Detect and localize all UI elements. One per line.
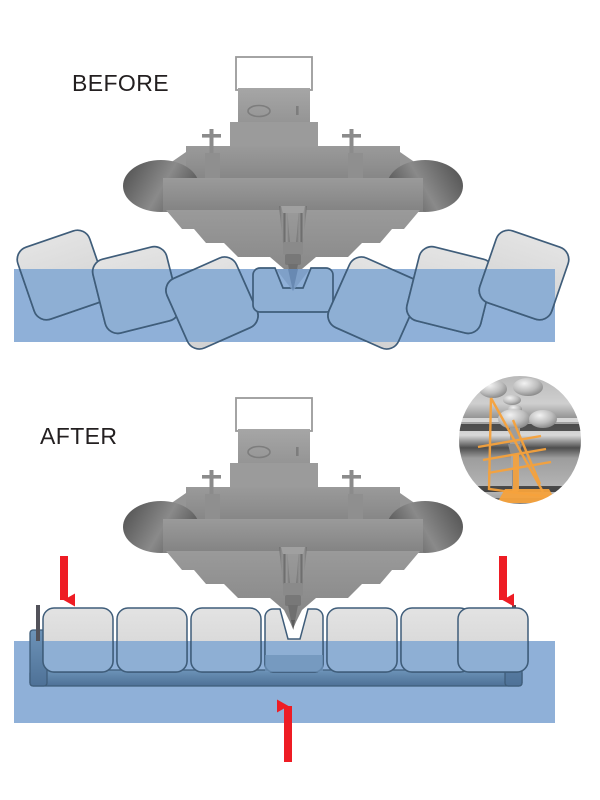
keel-notch-shadow xyxy=(265,655,323,672)
wheelhouse-lower xyxy=(230,463,318,488)
hull-midband xyxy=(163,178,423,212)
crane-post-right xyxy=(342,470,363,524)
pontoon-after-1 xyxy=(42,607,114,673)
deck-fitting xyxy=(296,106,299,115)
crane-post-left xyxy=(202,470,221,524)
keel-fin-assembly xyxy=(279,547,307,630)
wheelhouse-upper xyxy=(238,88,310,124)
vessel-hull-after xyxy=(123,397,463,630)
hull-midband xyxy=(163,519,423,553)
pontoon-after-6 xyxy=(400,607,472,673)
crane-post-left xyxy=(202,129,221,183)
keel-shadow-core-before xyxy=(288,269,298,291)
pontoon-before-7 xyxy=(478,229,570,321)
pontoon-before-5 xyxy=(327,256,421,350)
tie-rod-left xyxy=(36,605,40,641)
panel-label-before: BEFORE xyxy=(72,70,169,96)
bridge-window-frame xyxy=(235,56,313,91)
pontoon-before-3 xyxy=(165,256,259,350)
deck-fitting xyxy=(296,447,299,456)
inset-orange-stem xyxy=(513,455,519,491)
pontoon-before-6 xyxy=(405,245,495,335)
wheelhouse-upper xyxy=(238,429,310,465)
main-deck xyxy=(186,146,400,185)
pontoon-group-after xyxy=(42,607,529,673)
after-panel-graphics xyxy=(14,374,583,762)
before-panel-graphics xyxy=(14,56,570,350)
vessel-hull-before xyxy=(123,56,463,289)
pontoon-group-before xyxy=(16,229,570,350)
panel-label-after: AFTER xyxy=(40,423,118,449)
wheelhouse-lower xyxy=(230,122,318,147)
pontoon-after-2 xyxy=(116,607,188,673)
detail-inset-photo xyxy=(457,374,583,506)
keel-fin-assembly xyxy=(279,206,307,289)
pontoon-after-4-keel-notch xyxy=(264,608,324,673)
pontoon-after-5 xyxy=(326,607,398,673)
porthole-icon xyxy=(247,104,271,118)
pontoon-after-7 xyxy=(457,607,529,673)
bridge-window-frame xyxy=(235,397,313,432)
main-deck xyxy=(186,487,400,526)
arrow-group-after xyxy=(60,556,514,762)
crane-post-right xyxy=(342,129,363,183)
pontoon-before-1 xyxy=(16,229,108,321)
inset-border xyxy=(457,374,583,506)
pontoon-after-3 xyxy=(190,607,262,673)
porthole-icon xyxy=(247,445,271,459)
inset-orange-base xyxy=(497,489,557,503)
